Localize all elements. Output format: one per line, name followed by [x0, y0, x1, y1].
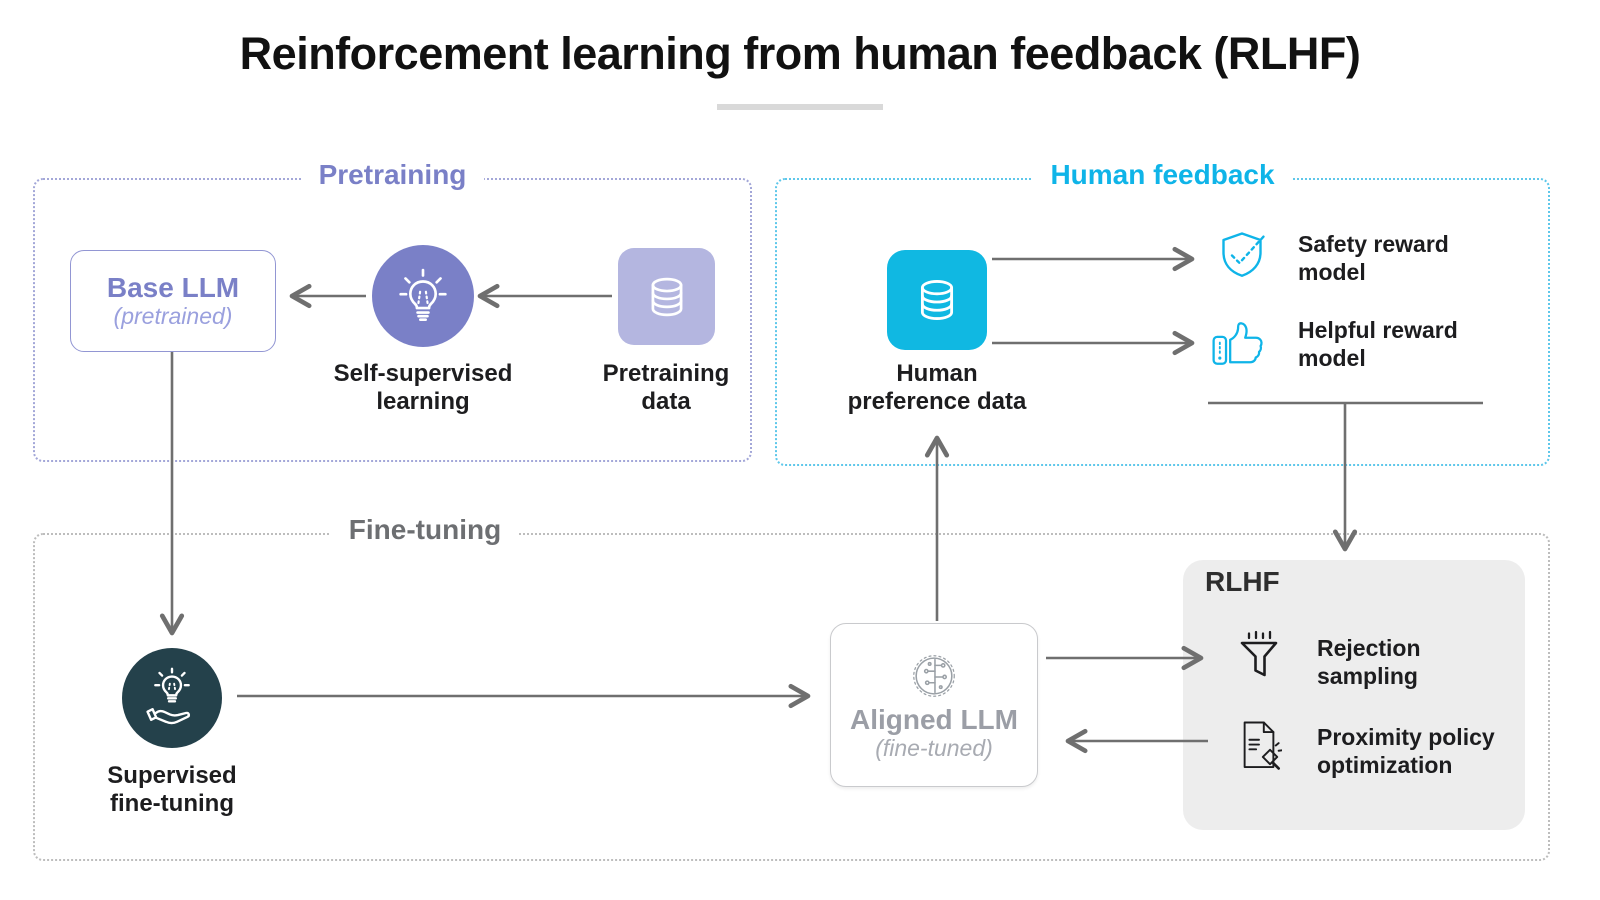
database-icon [641, 271, 693, 323]
hand-lightbulb-icon [141, 667, 203, 729]
safety-reward-label: Safety reward model [1298, 231, 1449, 285]
base-llm-subtitle: (pretrained) [113, 303, 233, 329]
rejection-sampling-label: Rejection sampling [1317, 635, 1421, 689]
helpful-reward-label: Helpful reward model [1298, 317, 1458, 371]
aligned-llm-subtitle: (fine-tuned) [875, 735, 993, 761]
supervised-fine-tuning-node [122, 648, 222, 748]
human-preference-data-label: Human preference data [847, 360, 1027, 415]
pretraining-data-label: Pretraining data [602, 360, 730, 415]
rlhf-panel-label: RLHF [1205, 566, 1280, 597]
human-feedback-section-label: Human feedback [1032, 159, 1293, 191]
pretraining-section-label: Pretraining [300, 159, 485, 191]
base-llm-title: Base LLM [106, 272, 240, 303]
ppo-label: Proximity policy optimization [1317, 724, 1495, 778]
aligned-llm-node: Aligned LLM (fine-tuned) [830, 623, 1038, 787]
thumbs-up-icon [1210, 310, 1270, 370]
fine-tuning-section-label: Fine-tuning [330, 514, 520, 546]
human-preference-data-node [887, 250, 987, 350]
base-llm-node: Base LLM (pretrained) [70, 250, 276, 352]
supervised-fine-tuning-label: Supervised fine-tuning [107, 762, 237, 817]
human-feedback-section: Human feedback [775, 159, 1550, 466]
page-title: Reinforcement learning from human feedba… [239, 28, 1361, 79]
circuit-brain-icon [907, 649, 961, 703]
self-supervised-node [372, 245, 474, 347]
database-icon [910, 273, 964, 327]
funnel-icon [1237, 629, 1281, 685]
aligned-llm-title: Aligned LLM [850, 704, 1018, 735]
rlhf-panel [1183, 560, 1525, 830]
lightbulb-icon [394, 267, 452, 325]
self-supervised-label: Self-supervised learning [333, 360, 513, 415]
pretraining-section: Pretraining [33, 159, 752, 462]
pretraining-data-node [618, 248, 715, 345]
title-underline [717, 104, 883, 110]
fine-tuning-section: Fine-tuning [33, 514, 1550, 861]
shield-check-icon [1216, 228, 1268, 286]
document-gavel-icon [1236, 717, 1282, 773]
